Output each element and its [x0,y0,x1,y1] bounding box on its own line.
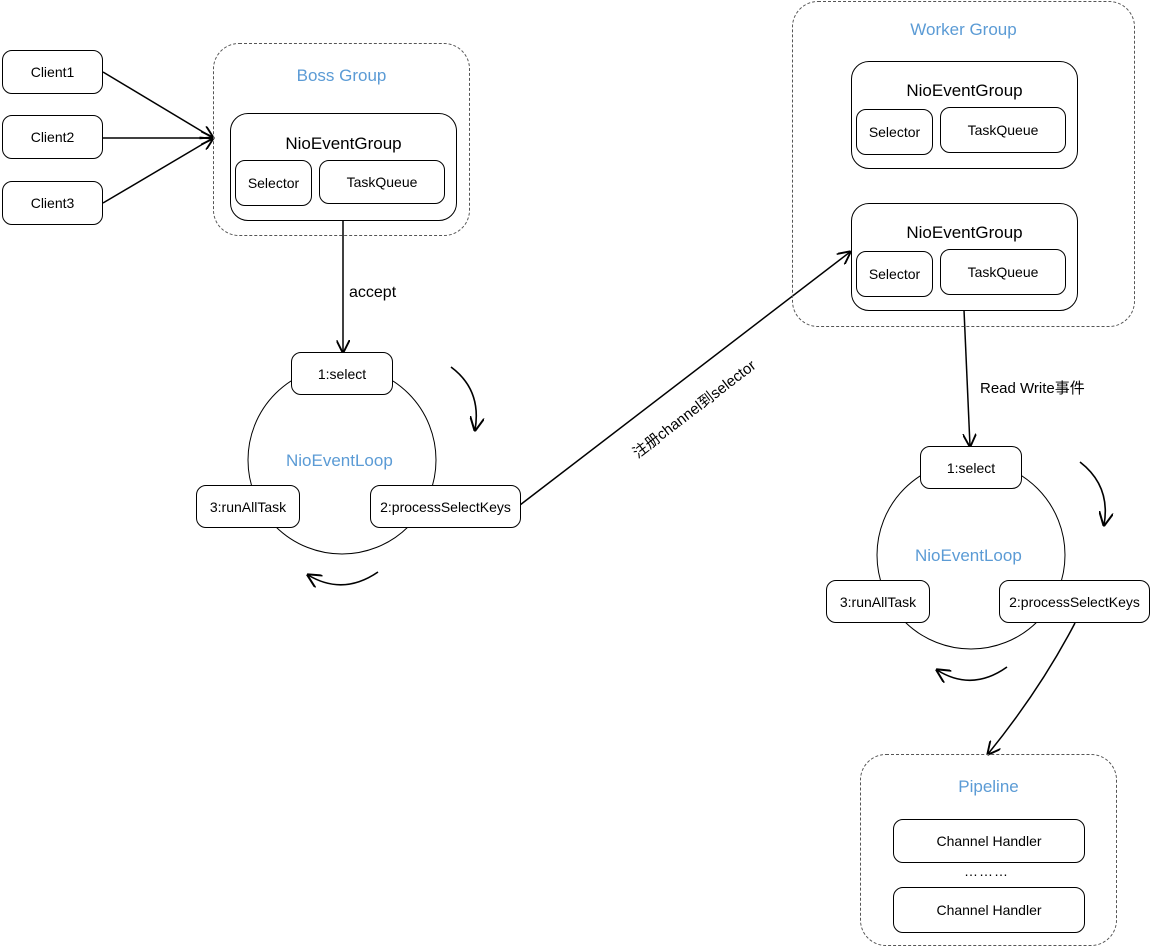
worker-event-group-1-title: NioEventGroup [906,81,1023,100]
worker-loop-title: NioEventLoop [915,546,1022,565]
worker-1-task-queue: TaskQueue [940,107,1066,153]
boss-rotate-arrow-bottom [308,571,379,585]
boss-event-group-title: NioEventGroup [285,134,402,153]
client-1: Client1 [2,50,103,94]
accept-label: accept [349,284,397,301]
client3-arrow [102,138,213,204]
worker-rotate-arrow-bottom [937,666,1008,680]
worker-select-node: 1:select [920,446,1022,489]
worker-process-node: 2:processSelectKeys [999,580,1150,623]
worker-event-group-2-title: NioEventGroup [906,223,1023,242]
channel-handler-2: Channel Handler [893,887,1085,933]
read-write-label: Read Write事件 [980,380,1085,397]
handler-ellipsis: ……… [964,863,1009,879]
pipeline-group: Pipeline Channel Handler ……… Channel Han… [860,754,1117,946]
boss-group-title: Boss Group [296,66,387,85]
worker-1-selector: Selector [856,109,933,155]
read-write-arrow [964,309,970,446]
worker-2-selector: Selector [856,251,933,297]
boss-event-group: NioEventGroup Selector TaskQueue [230,113,457,221]
boss-process-node: 2:processSelectKeys [370,485,521,528]
worker-group-title: Worker Group [910,20,1017,39]
pipeline-title: Pipeline [958,777,1019,796]
boss-loop-title: NioEventLoop [286,451,393,470]
worker-event-group-2: NioEventGroup Selector TaskQueue [851,203,1078,311]
worker-group: Worker Group NioEventGroup Selector Task… [792,1,1135,327]
client-3: Client3 [2,181,103,225]
boss-task-queue: TaskQueue [319,160,445,204]
worker-rotate-arrow-top [1079,461,1105,525]
worker-runall-node: 3:runAllTask [826,580,930,623]
worker-event-group-1: NioEventGroup Selector TaskQueue [851,61,1078,169]
boss-selector: Selector [235,160,312,206]
client1-arrow [102,71,213,138]
boss-rotate-arrow-top [450,366,476,430]
pipeline-arrow [988,622,1076,754]
worker-2-task-queue: TaskQueue [940,249,1066,295]
client-2: Client2 [2,115,103,159]
register-arrow [519,252,850,506]
channel-handler-1: Channel Handler [893,819,1085,863]
boss-select-node: 1:select [291,352,393,395]
boss-group: Boss Group NioEventGroup Selector TaskQu… [213,43,470,236]
boss-runall-node: 3:runAllTask [196,485,300,528]
